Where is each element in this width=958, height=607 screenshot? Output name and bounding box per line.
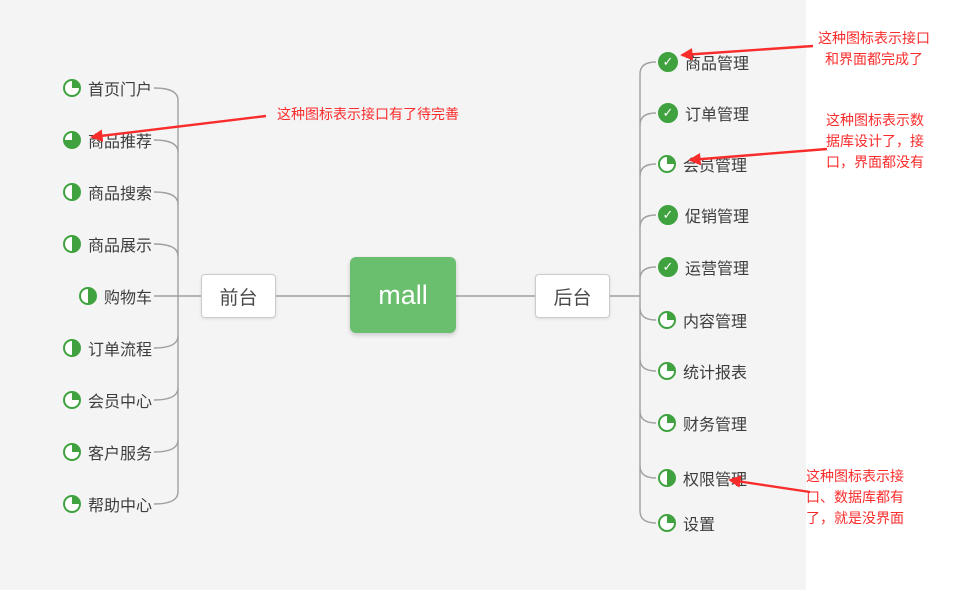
topic-label: 订单管理 [685,107,750,124]
annotation-note-2: 这种图标表示接口 和界面都完成了 [818,28,930,70]
back-topic-row[interactable]: 财务管理 [658,412,747,434]
front-topic-row[interactable]: 购物车 [78,285,152,307]
annotation-line: 和界面都完成了 [825,51,923,67]
topic-label: 购物车 [103,290,152,307]
topic-label: 运营管理 [685,261,750,278]
topic-label: 订单流程 [87,342,152,359]
annotation-line: 这种图标表示数 [826,112,924,128]
pie-progress-icon [62,495,81,513]
front-topic-row[interactable]: 商品推荐 [62,129,152,151]
back-topic-row[interactable]: 促销管理 [658,204,749,226]
pie-progress-icon [658,414,676,432]
front-topic-row[interactable]: 帮助中心 [62,493,152,515]
check-icon [658,103,678,123]
front-topic-row[interactable]: 商品搜索 [62,181,152,203]
topic-label: 商品展示 [87,238,152,255]
annotation-line: 口，界面都没有 [826,154,924,170]
topic-label: 权限管理 [683,472,748,489]
topic-label: 客户服务 [87,446,152,463]
pie-progress-icon [62,131,81,149]
check-icon [658,257,678,277]
front-topic-row[interactable]: 订单流程 [62,337,152,359]
back-topic-row[interactable]: 内容管理 [658,309,747,331]
pie-progress-icon [62,339,81,357]
annotation-line: 这种图标表示接口 [818,30,930,46]
topic-label: 内容管理 [683,314,748,331]
pie-progress-icon [658,362,676,380]
annotation-line: 了，就是没界面 [806,510,904,526]
topic-label: 设置 [683,517,716,534]
topic-label: 商品推荐 [87,134,152,151]
branch-node-back[interactable]: 后台 [535,274,610,318]
pie-progress-icon [62,443,81,461]
back-topic-row[interactable]: 权限管理 [658,467,747,489]
pie-progress-icon [658,155,676,173]
annotation-line: 口、数据库都有 [806,489,904,505]
check-icon [658,52,678,72]
back-topic-row[interactable]: 订单管理 [658,102,749,124]
topic-label: 商品搜索 [87,186,152,203]
pie-progress-icon [62,79,81,97]
root-node-label: mall [378,279,428,310]
front-topic-row[interactable]: 客户服务 [62,441,152,463]
pie-progress-icon [62,183,81,201]
topic-label: 首页门户 [87,82,152,99]
annotation-note-3: 这种图标表示数 据库设计了，接 口，界面都没有 [826,110,924,173]
front-topic-row[interactable]: 会员中心 [62,389,152,411]
pie-progress-icon [62,391,81,409]
back-topic-row[interactable]: 商品管理 [658,51,749,73]
pie-progress-icon [658,311,676,329]
annotation-line: 这种图标表示接口有了待完善 [277,106,459,122]
branch-node-front[interactable]: 前台 [201,274,276,318]
back-topic-row[interactable]: 运营管理 [658,256,749,278]
topic-label: 会员管理 [683,158,748,175]
topic-label: 帮助中心 [87,498,152,515]
annotation-note-1: 这种图标表示接口有了待完善 [277,104,459,125]
pie-progress-icon [62,235,81,253]
back-topic-row[interactable]: 统计报表 [658,360,747,382]
front-topic-row[interactable]: 商品展示 [62,233,152,255]
annotation-line: 据库设计了，接 [826,133,924,149]
topic-label: 商品管理 [685,56,750,73]
pie-progress-icon [658,469,676,487]
check-icon [658,205,678,225]
topic-label: 财务管理 [683,417,748,434]
back-topic-row[interactable]: 设置 [658,512,715,534]
topic-label: 促销管理 [685,209,750,226]
topic-label: 统计报表 [683,365,748,382]
front-topic-row[interactable]: 首页门户 [62,77,152,99]
back-topic-row[interactable]: 会员管理 [658,153,747,175]
root-node-mall[interactable]: mall [350,257,456,333]
pie-progress-icon [78,287,97,305]
branch-node-label: 后台 [553,287,592,309]
annotation-line: 这种图标表示接 [806,468,904,484]
topic-label: 会员中心 [87,394,152,411]
annotation-note-4: 这种图标表示接 口、数据库都有 了，就是没界面 [806,466,904,529]
branch-node-label: 前台 [219,287,258,309]
pie-progress-icon [658,514,676,532]
